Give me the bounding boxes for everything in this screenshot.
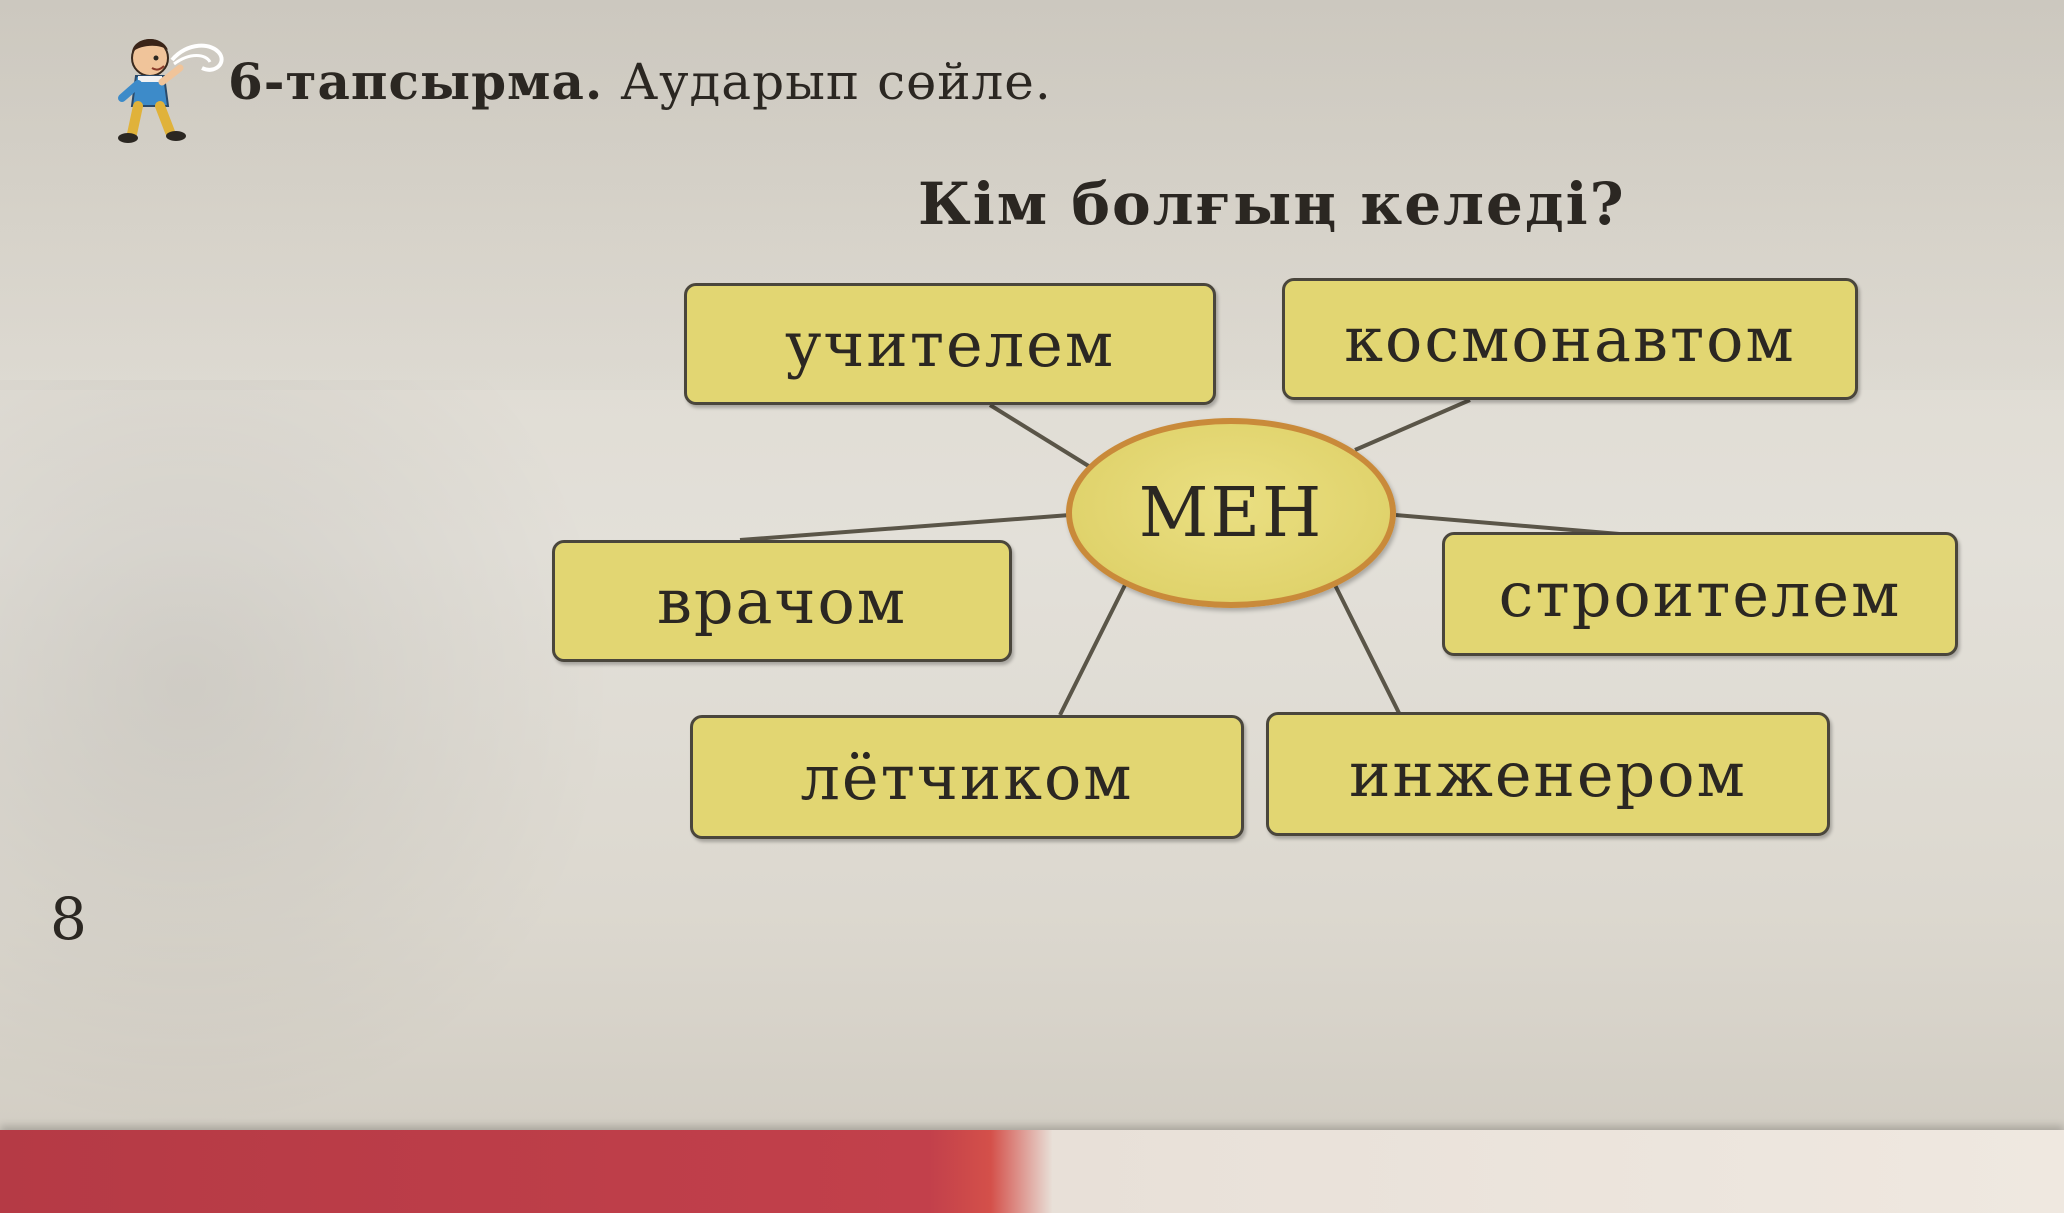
option-label: лётчиком (801, 741, 1134, 814)
page-number: 8 (50, 885, 87, 953)
connector-doctor (740, 515, 1070, 540)
boy-speaking-icon (102, 22, 232, 152)
option-label: учителем (785, 308, 1115, 381)
option-builder: строителем (1442, 532, 1958, 656)
option-doctor: врачом (552, 540, 1012, 662)
option-engineer: инженером (1266, 712, 1830, 836)
connector-engineer (1335, 585, 1400, 715)
option-label: строителем (1499, 558, 1902, 631)
option-label: космонавтом (1344, 303, 1795, 376)
center-node: МЕН (1066, 418, 1396, 608)
connector-teacher (990, 405, 1095, 470)
task-instruction: Аударып сөйле. (620, 53, 1052, 111)
center-label: МЕН (1139, 474, 1324, 553)
task-title: 6-тапсырма. Аударып сөйле. (228, 52, 1052, 111)
option-pilot: лётчиком (690, 715, 1244, 839)
option-teacher: учителем (684, 283, 1216, 405)
option-label: врачом (657, 565, 907, 638)
book-edge (0, 1130, 2064, 1213)
page-shadow (0, 380, 620, 1140)
option-cosmonaut: космонавтом (1282, 278, 1858, 400)
connector-pilot (1060, 585, 1125, 715)
task-number: 6-тапсырма. (228, 52, 603, 111)
option-label: инженером (1349, 738, 1747, 811)
question-heading: Кім болғың келеді? (918, 170, 1626, 238)
connector-cosmonaut (1355, 400, 1470, 450)
